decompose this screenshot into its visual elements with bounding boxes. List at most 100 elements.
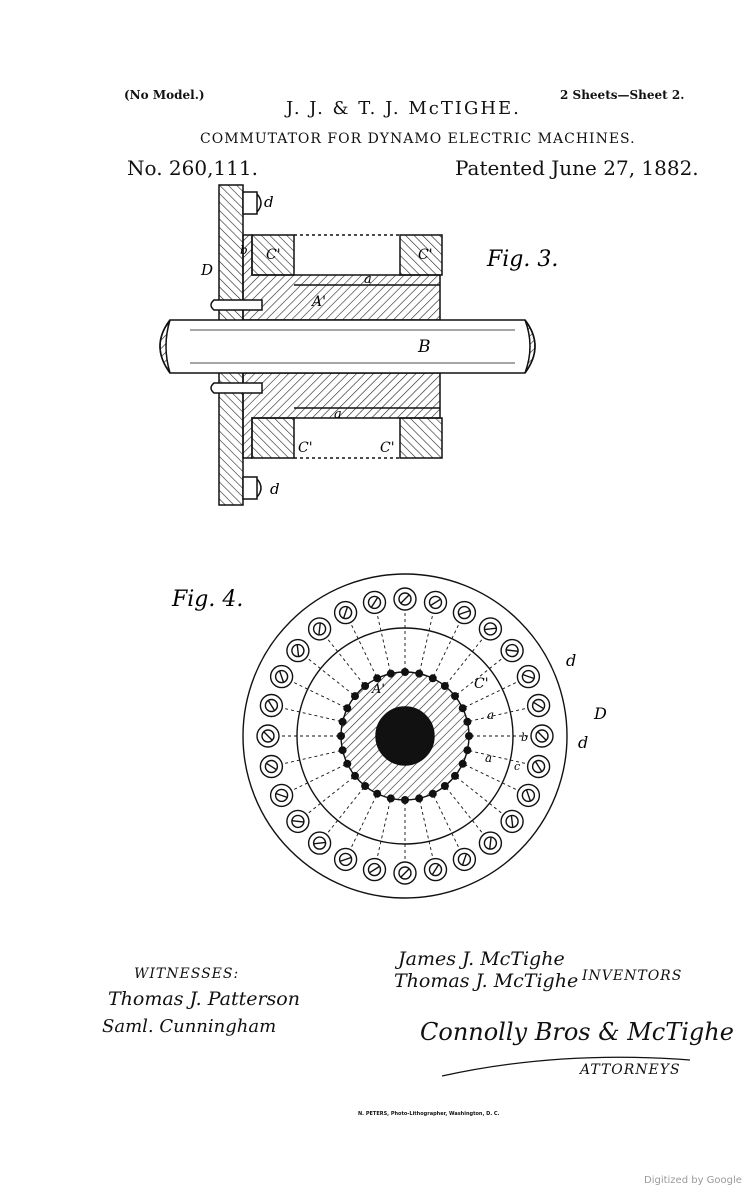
fig4-commutator-bar: [463, 746, 472, 755]
fig4-commutator-bar: [451, 692, 459, 701]
fig4-bolt: [393, 587, 417, 611]
fig4-commutator-bar: [451, 771, 459, 780]
fig4-bolt: [500, 638, 524, 663]
fig4-bolt: [362, 857, 387, 882]
fig4-bolt: [286, 809, 310, 834]
attorneys-signature: Connolly Bros & McTighe: [420, 1018, 734, 1046]
fig4-bolt: [452, 847, 477, 872]
fig4-segment-line: [469, 750, 527, 765]
fig4-bolt: [526, 754, 551, 779]
fig4-commutator-bar: [428, 674, 437, 683]
fig4-segment-line: [376, 614, 391, 672]
fig4-commutator-bar: [351, 771, 359, 780]
fig3-label-D: D: [200, 261, 213, 279]
fig4-bolt: [259, 693, 284, 718]
no-model-note: (No Model.): [124, 88, 205, 102]
witnesses-label: WITNESSES:: [134, 966, 240, 982]
fig4-label-A: A': [371, 682, 385, 697]
fig4-bolt: [259, 754, 284, 779]
fig4-label-D: D: [593, 704, 607, 723]
fig3-label-d-bottom: d: [270, 480, 280, 498]
fig4-label-C: C': [474, 676, 489, 692]
fig3-label-C-bot-right: C': [380, 440, 395, 456]
fig4-segment-line: [456, 776, 503, 814]
fig4-segment-line: [433, 624, 460, 677]
fig4-label-b: b: [521, 731, 528, 744]
fig4-commutator-bar: [386, 669, 395, 678]
fig4-segment-line: [433, 795, 460, 848]
fig4-commutator-bar: [463, 717, 472, 726]
fig4-segment-line: [284, 750, 341, 765]
fig4-bolt: [269, 664, 294, 689]
fig4-commutator-bar: [373, 789, 382, 798]
witness-signature-2: Saml. Cunningham: [102, 1016, 277, 1037]
fig4-segment-line: [445, 638, 483, 685]
fig4-bolt: [256, 724, 280, 748]
fig4-commutator-bar: [343, 759, 352, 768]
fig4-caption: Fig. 4.: [171, 587, 243, 612]
fig3-label-a-bottom: a: [334, 407, 342, 422]
fig4-commutator-bar: [415, 669, 424, 678]
patent-date: Patented June 27, 1882.: [455, 156, 699, 180]
fig4-bolt-ring: [256, 587, 554, 885]
fig4-segment-line: [327, 638, 365, 685]
fig4-label-d-lower: d: [578, 733, 588, 752]
fig4-bolt: [307, 831, 332, 855]
fig4-label-d-upper: d: [566, 651, 576, 670]
fig4-commutator-bar: [338, 717, 347, 726]
fig4-segment-line: [464, 764, 517, 791]
fig4-bolt: [333, 600, 358, 625]
fig4-bolt: [526, 693, 551, 718]
fig4-bolt: [333, 847, 358, 872]
figure-4-end-view: [242, 573, 568, 899]
inventor-signature-1: James J. McTighe: [398, 948, 565, 970]
fig3-label-a-top: a: [364, 272, 372, 287]
inventors-label: INVENTORS: [582, 968, 683, 984]
figure-3-sectional-view: [159, 184, 536, 506]
fig4-commutator-bar: [428, 789, 437, 798]
fig3-label-b: b: [240, 243, 248, 257]
fig4-bolt: [286, 638, 310, 663]
fig4-segment-line: [350, 624, 377, 677]
fig4-segment-line: [327, 787, 365, 834]
fig4-commutator-bar: [361, 682, 370, 690]
fig4-commutator-bar: [343, 704, 352, 713]
inventor-signature-2: Thomas J. McTighe: [394, 970, 579, 992]
fig4-segment-line: [456, 658, 503, 696]
fig4-bolt: [530, 724, 554, 748]
fig3-label-B: B: [417, 337, 431, 357]
fig4-commutator-bar: [361, 782, 370, 790]
attorney-flourish: [441, 1056, 691, 1077]
fig3-caption: Fig. 3.: [486, 247, 558, 272]
fig4-bolt: [516, 783, 541, 808]
fig3-label-C-bot-left: C': [298, 440, 313, 456]
fig4-segment-line: [284, 707, 341, 722]
fig3-label-d-top: d: [264, 193, 274, 211]
fig4-bolt: [423, 857, 448, 882]
patent-title: COMMUTATOR FOR DYNAMO ELECTRIC MACHINES.: [200, 131, 636, 147]
fig4-bolt: [362, 590, 387, 615]
fig4-segment-line: [445, 787, 483, 834]
fig4-commutator-bar: [351, 692, 359, 701]
fig4-segment-line: [419, 614, 434, 672]
fig4-segment-lines: [281, 612, 529, 860]
sheet-number: 2 Sheets—Sheet 2.: [560, 88, 685, 102]
fig4-bolt: [500, 809, 524, 834]
fig4-segment-line: [307, 776, 354, 814]
fig4-bolt: [478, 831, 503, 855]
fig4-commutator-bars: [337, 668, 473, 804]
attorneys-label: ATTORNEYS: [580, 1062, 681, 1078]
fig3-label-C-top-left: C': [266, 247, 281, 263]
google-watermark: Digitized by Google: [644, 1175, 742, 1186]
fig4-bolt: [307, 617, 332, 641]
fig4-segment-line: [350, 795, 377, 848]
fig4-segment-line: [293, 681, 346, 708]
fig4-segment-line: [293, 764, 346, 791]
fig4-segment-line: [376, 800, 391, 858]
fig4-commutator-bar: [458, 704, 467, 713]
fig4-label-a-lower: a: [485, 751, 492, 765]
fig4-commutator-bar: [373, 674, 382, 683]
fig4-segment-line: [307, 658, 354, 696]
fig4-commutator-bar: [401, 796, 409, 804]
